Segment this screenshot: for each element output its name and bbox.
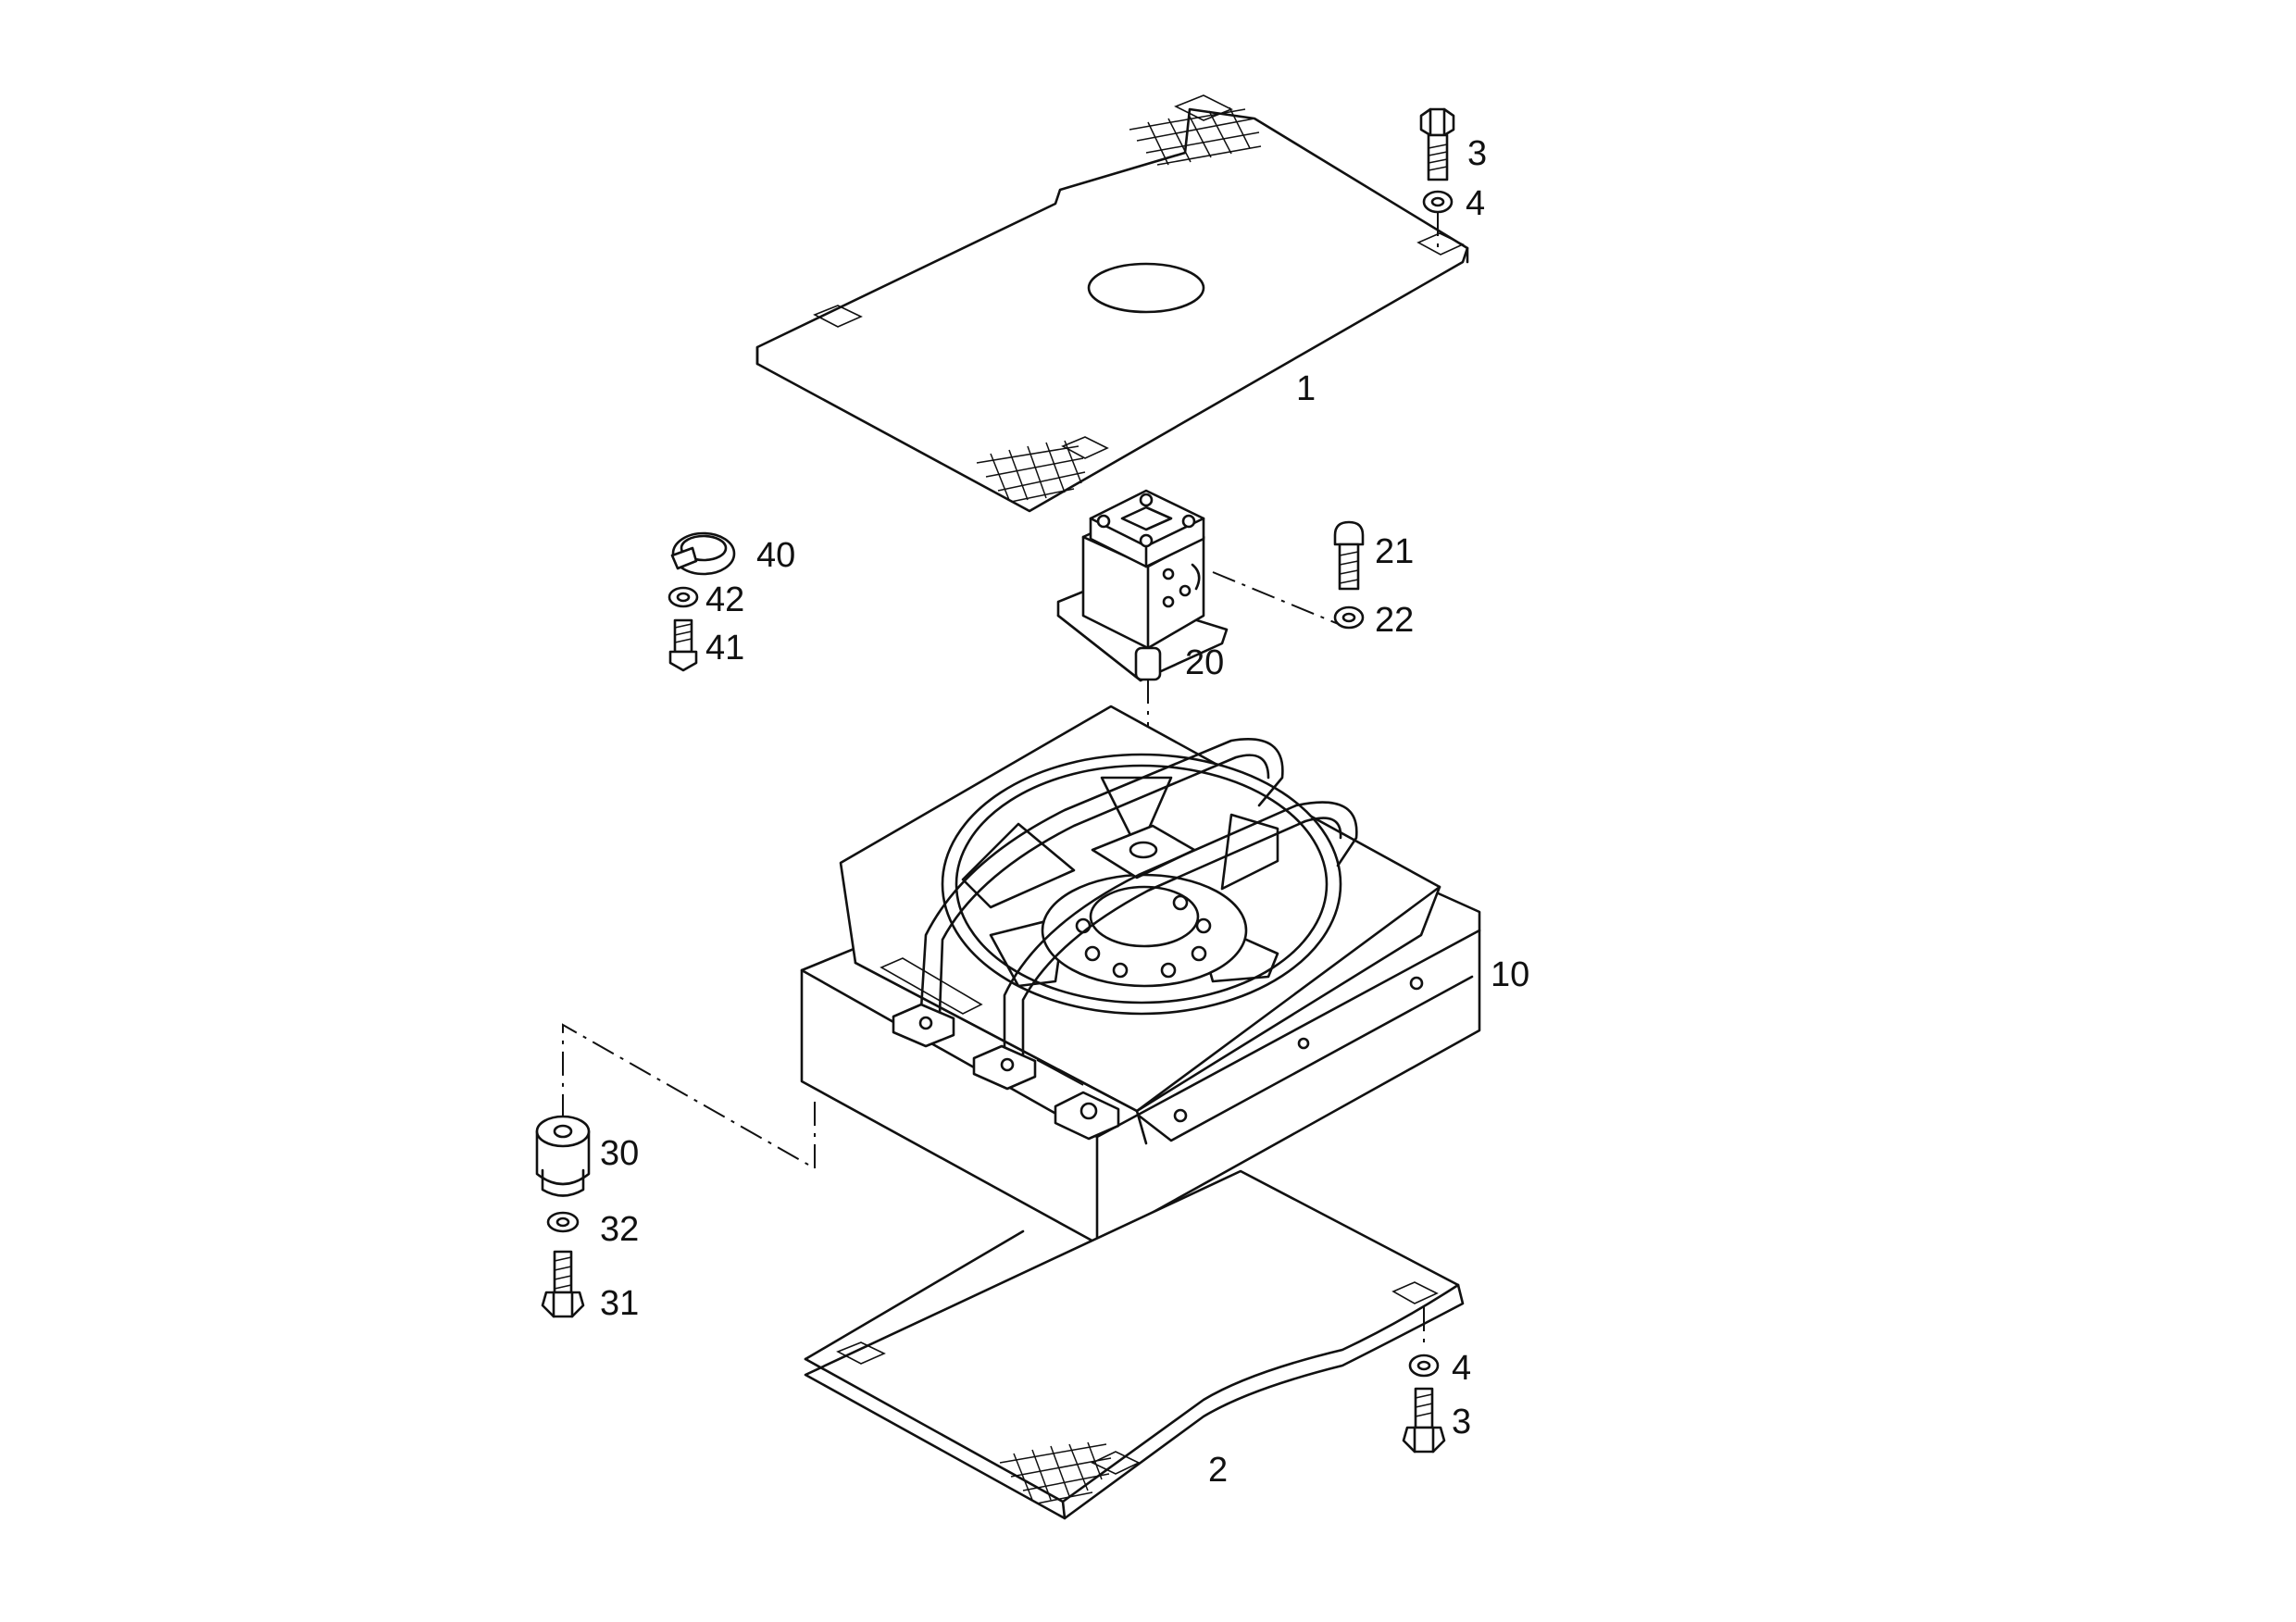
callout-4-top: 4 xyxy=(1466,184,1485,223)
bolt-21 xyxy=(1333,520,1365,591)
callout-labels: 1 3 4 40 42 41 21 22 20 10 30 32 31 4 3 … xyxy=(600,134,1529,1490)
washer-22 xyxy=(1333,605,1365,630)
callout-22: 22 xyxy=(1375,601,1414,640)
cap-40 xyxy=(670,531,736,576)
callout-31: 31 xyxy=(600,1284,639,1323)
bolt-31 xyxy=(541,1250,585,1318)
callout-41: 41 xyxy=(705,629,744,668)
callout-1: 1 xyxy=(1296,369,1316,408)
callout-3-bottom: 3 xyxy=(1452,1403,1471,1441)
callout-42: 42 xyxy=(705,580,744,619)
washer-4-top xyxy=(1422,190,1454,248)
fan-blades xyxy=(961,776,1279,988)
bolt-3-bottom xyxy=(1402,1387,1446,1454)
top-plate-grid-hatch xyxy=(1129,106,1262,166)
top-cover-plate xyxy=(755,94,1469,513)
callout-3-top: 3 xyxy=(1467,134,1487,173)
bolt-3-top xyxy=(1419,107,1455,181)
mount-axis-line xyxy=(562,1023,816,1170)
washer-32 xyxy=(546,1211,580,1233)
bottom-cover-plate xyxy=(804,1169,1465,1520)
valve-block-20 xyxy=(1056,489,1341,682)
callout-40: 40 xyxy=(756,536,795,575)
callout-21: 21 xyxy=(1375,532,1414,571)
callout-30: 30 xyxy=(600,1134,639,1173)
screw-41 xyxy=(668,618,698,672)
rubber-mount-30 xyxy=(535,1115,591,1197)
top-plate-grid-hatch-lower xyxy=(976,440,1086,503)
washer-42 xyxy=(668,586,699,608)
callout-20: 20 xyxy=(1185,643,1224,682)
washer-4-bottom xyxy=(1408,1307,1440,1378)
callout-2: 2 xyxy=(1208,1451,1228,1490)
callout-32: 32 xyxy=(600,1210,639,1249)
callout-10: 10 xyxy=(1491,955,1529,994)
bottom-plate-grid-hatch xyxy=(999,1441,1112,1504)
callout-4-bottom: 4 xyxy=(1452,1349,1471,1388)
fan-housing-10 xyxy=(800,705,1481,1245)
